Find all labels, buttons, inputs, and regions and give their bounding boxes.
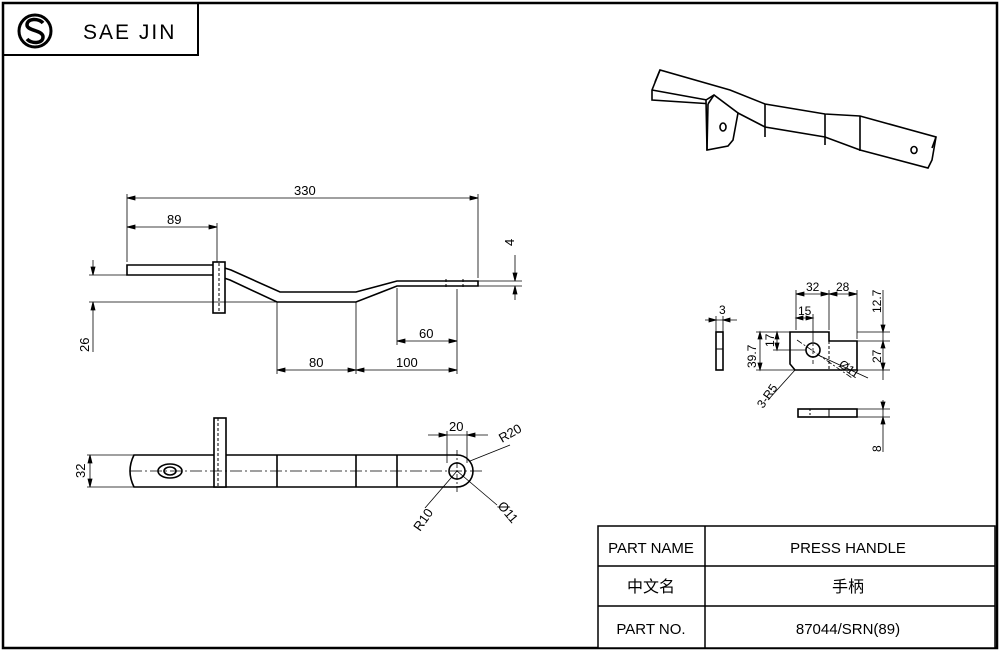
dim-4: 4	[502, 239, 517, 246]
dim-100: 100	[396, 355, 418, 370]
dim-27: 27	[870, 349, 884, 363]
bracket-hole	[719, 122, 727, 132]
part-name-label: PART NAME	[608, 540, 694, 557]
part-no-label: PART NO.	[616, 621, 685, 638]
dim-28: 28	[836, 280, 850, 294]
dim-8: 8	[870, 445, 884, 452]
dim-39-7: 39.7	[745, 344, 759, 368]
dim-17: 17	[763, 333, 777, 347]
isometric-view	[651, 69, 937, 169]
dim-3-r5: 3-R5	[754, 381, 781, 411]
dim-bracket-32: 32	[806, 280, 820, 294]
dim-r10: R10	[410, 506, 436, 534]
dim-89: 89	[167, 212, 181, 227]
bracket-view: 3 32 28 15 12.7 39.7 17 27 3-R5 Ø11 8	[705, 280, 890, 452]
sae-jin-logo-icon	[17, 13, 53, 49]
dim-20: 20	[449, 419, 463, 434]
dim-330: 330	[294, 183, 316, 198]
end-hole	[910, 145, 918, 155]
top-view: 32 20 R20 R10 Ø11	[73, 417, 524, 534]
dim-32: 32	[73, 464, 88, 478]
dim-hole-11: Ø11	[495, 498, 522, 526]
header-box: SAE JIN	[3, 3, 199, 56]
dim-80: 80	[309, 355, 323, 370]
chinese-name-label: 中文名	[627, 578, 675, 596]
dim-r20: R20	[496, 421, 524, 446]
title-block: PART NAME PRESS HANDLE 中文名 手柄 PART NO. 8…	[597, 525, 996, 649]
front-view: 330 89 4 26 80 100 60	[77, 183, 522, 374]
part-name-value: PRESS HANDLE	[790, 540, 906, 557]
part-no-value: 87044/SRN(89)	[796, 621, 900, 638]
brand-name: SAE JIN	[83, 21, 176, 44]
dim-12-7: 12.7	[870, 289, 884, 313]
dim-3: 3	[719, 303, 726, 317]
dim-60: 60	[419, 326, 433, 341]
dim-26: 26	[77, 338, 92, 352]
dim-15: 15	[798, 304, 812, 318]
chinese-name-value: 手柄	[832, 578, 864, 596]
